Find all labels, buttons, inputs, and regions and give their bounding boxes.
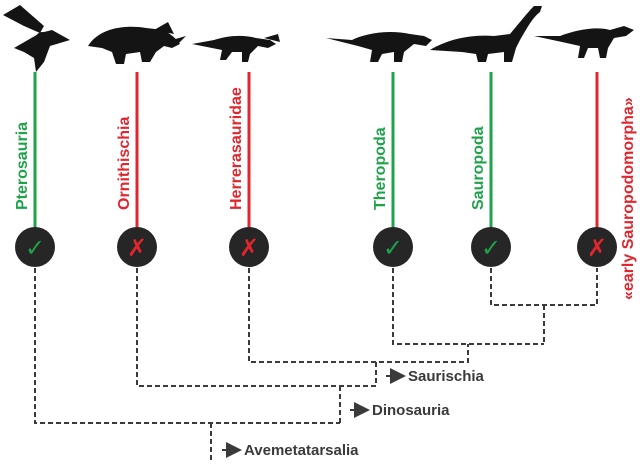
cross-icon: ✗ <box>127 234 147 262</box>
sauropodomorph-silhouette <box>534 26 634 58</box>
status-node-early-sauropodomorpha: ✗ <box>577 227 617 267</box>
theropod-silhouette <box>326 32 432 62</box>
node-label-saurischia: Saurischia <box>408 368 485 385</box>
check-icon: ✓ <box>25 234 45 262</box>
cladogram-tree <box>34 268 598 462</box>
status-node-theropoda: ✓ <box>373 227 413 267</box>
taxon-label-ornithischia: Ornithischia <box>116 117 133 210</box>
taxon-label-theropoda: Theropoda <box>372 127 389 210</box>
taxon-label-sauropoda: Sauropoda <box>470 126 487 210</box>
check-icon: ✓ <box>481 234 501 262</box>
ceratopsian-silhouette <box>88 22 186 64</box>
cross-icon: ✗ <box>239 234 259 262</box>
node-label-dinosauria: Dinosauria <box>372 402 450 419</box>
status-node-sauropoda: ✓ <box>471 227 511 267</box>
check-icon: ✓ <box>383 234 403 262</box>
status-node-herrerasauridae: ✗ <box>229 227 269 267</box>
herrerasaur-silhouette <box>192 34 280 62</box>
taxon-label-herrerasauridae: Herrerasauridae <box>228 87 245 210</box>
cross-icon: ✗ <box>587 234 607 262</box>
taxon-label-pterosauria: Pterosauria <box>14 122 31 210</box>
status-node-ornithischia: ✗ <box>117 227 157 267</box>
node-label-avemetatarsalia: Avemetatarsalia <box>244 442 359 459</box>
sauropod-silhouette <box>430 6 542 62</box>
taxon-label-early-sauropodomorpha: «early Sauropodomorpha» <box>620 97 637 300</box>
status-node-pterosauria: ✓ <box>15 227 55 267</box>
pterosaur-silhouette <box>3 5 70 72</box>
